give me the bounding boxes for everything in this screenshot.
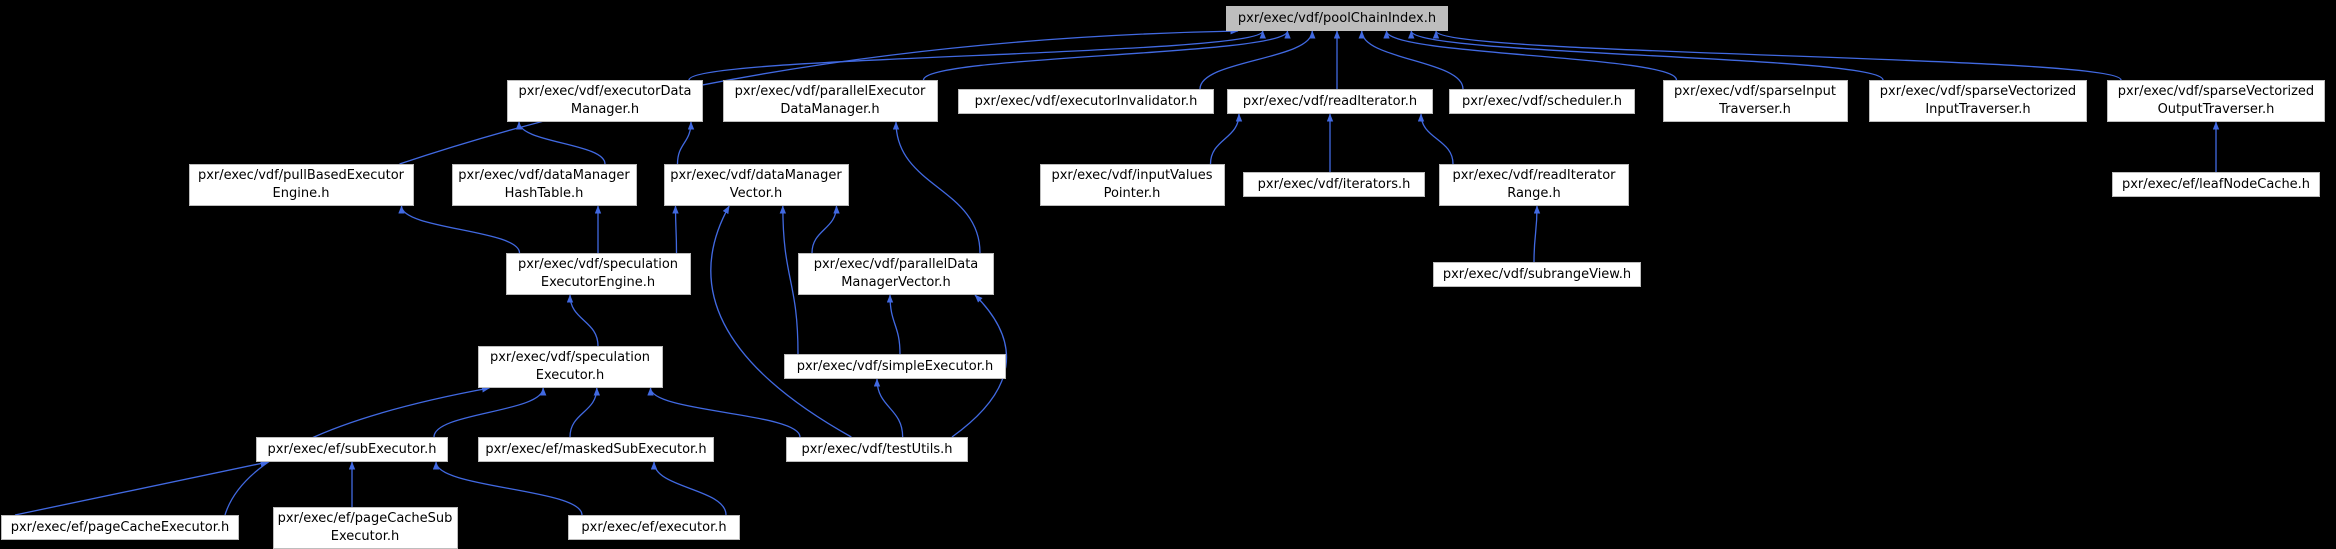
node-label: Executor.h <box>535 368 605 383</box>
node-readIterator[interactable]: pxr/exec/vdf/readIterator.h <box>1227 89 1433 114</box>
edge-speculationExecutorEngine-to-pullBasedExecutorEngine <box>398 205 521 254</box>
node-scheduler[interactable]: pxr/exec/vdf/scheduler.h <box>1449 89 1635 114</box>
node-label: pxr/exec/vdf/speculation <box>489 350 651 365</box>
node-label: pxr/exec/vdf/iterators.h <box>1257 176 1411 192</box>
node-label: ExecutorEngine.h <box>540 275 656 290</box>
edge-pageCacheExecutor-to-subExecutor <box>14 460 269 516</box>
edge-sparseInputTraverser-to-poolChainIndex <box>1383 30 1678 81</box>
edge-parallelDataManagerVector-to-dataManagerVector <box>811 205 840 254</box>
node-label: pxr/exec/ef/pageCacheSub <box>277 511 453 526</box>
edge-subExecutor-to-speculationExecutor <box>433 387 547 438</box>
node-label: pxr/exec/vdf/poolChainIndex.h <box>1237 10 1437 26</box>
edge-testUtils-to-dataManagerVector <box>710 205 852 438</box>
node-label: InputTraverser.h <box>1925 102 2031 117</box>
node-label: pxr/exec/ef/maskedSubExecutor.h <box>485 441 707 457</box>
node-label: pxr/exec/ef/executor.h <box>581 519 727 535</box>
edge-speculationExecutorEngine-to-dataManagerVector <box>672 205 679 254</box>
edge-dataManagerVector-to-executorDataManager <box>676 121 695 165</box>
edge-executor-to-maskedSubExecutor <box>650 461 727 516</box>
node-label: pxr/exec/vdf/sparseInput <box>1674 84 1836 99</box>
node-label: pxr/exec/vdf/speculation <box>517 257 679 272</box>
node-executorInvalidator[interactable]: pxr/exec/vdf/executorInvalidator.h <box>958 89 1214 114</box>
node-label: Traverser.h <box>1719 102 1791 117</box>
node-label: Vector.h <box>729 186 783 201</box>
node-label: pxr/exec/ef/leafNodeCache.h <box>2121 176 2311 192</box>
edge-parallelDataManagerVector-to-parallelExecutorDataManager <box>892 121 981 254</box>
node-label: pxr/exec/vdf/testUtils.h <box>801 441 953 457</box>
node-label: pxr/exec/vdf/parallelData <box>813 257 979 272</box>
edge-simpleExecutor-to-parallelDataManagerVector <box>886 294 901 355</box>
node-label: pxr/exec/vdf/sparseVectorized <box>2117 84 2315 99</box>
node-label: Pointer.h <box>1103 186 1161 201</box>
node-iterators[interactable]: pxr/exec/vdf/iterators.h <box>1243 172 1425 197</box>
edge-executorInvalidator-to-poolChainIndex <box>1199 30 1316 90</box>
edge-dataManagerHashTable-to-executorDataManager <box>515 121 606 165</box>
edge-executorDataManager-to-poolChainIndex <box>688 30 1266 81</box>
node-maskedSubExecutor[interactable]: pxr/exec/ef/maskedSubExecutor.h <box>478 437 714 462</box>
edge-testUtils-to-speculationExecutor <box>647 387 801 438</box>
node-label: pxr/exec/vdf/readIterator.h <box>1242 93 1418 109</box>
node-simpleExecutor[interactable]: pxr/exec/vdf/simpleExecutor.h <box>784 354 1006 379</box>
node-label: pxr/exec/ef/subExecutor.h <box>267 441 437 457</box>
node-label: pxr/exec/vdf/dataManager <box>670 168 842 183</box>
node-label: ManagerVector.h <box>841 275 951 290</box>
node-testUtils[interactable]: pxr/exec/vdf/testUtils.h <box>786 437 968 462</box>
edge-parallelExecutorDataManager-to-poolChainIndex <box>922 30 1291 81</box>
edge-testUtils-to-simpleExecutor <box>873 378 904 438</box>
edge-inputValuesPointer-to-readIterator <box>1209 113 1243 165</box>
node-label: pxr/exec/vdf/dataManager <box>458 168 630 183</box>
node-label: pxr/exec/vdf/parallelExecutor <box>734 84 926 99</box>
node-executor[interactable]: pxr/exec/ef/executor.h <box>568 515 740 540</box>
node-label: pxr/exec/vdf/executorInvalidator.h <box>974 93 1198 109</box>
node-subrangeView[interactable]: pxr/exec/vdf/subrangeView.h <box>1433 262 1641 287</box>
edge-readIteratorRange-to-readIterator <box>1417 113 1454 165</box>
node-label: Range.h <box>1507 186 1561 201</box>
edge-speculationExecutor-to-speculationExecutorEngine <box>566 294 599 347</box>
node-label: pxr/exec/vdf/simpleExecutor.h <box>796 358 994 374</box>
node-label: HashTable.h <box>504 186 584 201</box>
node-label: pxr/exec/vdf/pullBasedExecutor <box>197 168 405 183</box>
node-leafNodeCache[interactable]: pxr/exec/ef/leafNodeCache.h <box>2112 172 2320 197</box>
node-poolChainIndex[interactable]: pxr/exec/vdf/poolChainIndex.h <box>1226 6 1448 31</box>
edge-pullBasedExecutorEngine-to-poolChainIndex <box>399 27 1239 165</box>
node-pageCacheExecutor[interactable]: pxr/exec/ef/pageCacheExecutor.h <box>1 515 239 540</box>
edge-maskedSubExecutor-to-speculationExecutor <box>569 387 601 438</box>
node-label: pxr/exec/vdf/scheduler.h <box>1462 93 1622 109</box>
node-label: pxr/exec/ef/pageCacheExecutor.h <box>10 519 230 535</box>
edge-scheduler-to-poolChainIndex <box>1358 30 1464 90</box>
edge-sparseVectorizedOutputTraverser-to-poolChainIndex <box>1433 30 2122 81</box>
edge-sparseVectorizedInputTraverser-to-poolChainIndex <box>1408 30 1884 81</box>
node-label: Manager.h <box>570 102 640 117</box>
node-label: pxr/exec/vdf/readIterator <box>1452 168 1616 183</box>
node-label: DataManager.h <box>780 102 880 117</box>
edge-executor-to-subExecutor <box>432 461 583 516</box>
node-label: OutputTraverser.h <box>2157 102 2275 117</box>
edge-subrangeView-to-readIteratorRange <box>1533 205 1541 263</box>
node-label: Executor.h <box>330 529 400 544</box>
node-label: pxr/exec/vdf/executorData <box>518 84 692 99</box>
node-label: pxr/exec/vdf/inputValues <box>1051 168 1213 183</box>
edge-simpleExecutor-to-dataManagerVector <box>779 205 799 355</box>
node-label: pxr/exec/vdf/subrangeView.h <box>1442 266 1632 282</box>
node-label: Engine.h <box>272 186 330 201</box>
node-subExecutor[interactable]: pxr/exec/ef/subExecutor.h <box>256 437 448 462</box>
node-label: pxr/exec/vdf/sparseVectorized <box>1879 84 2077 99</box>
